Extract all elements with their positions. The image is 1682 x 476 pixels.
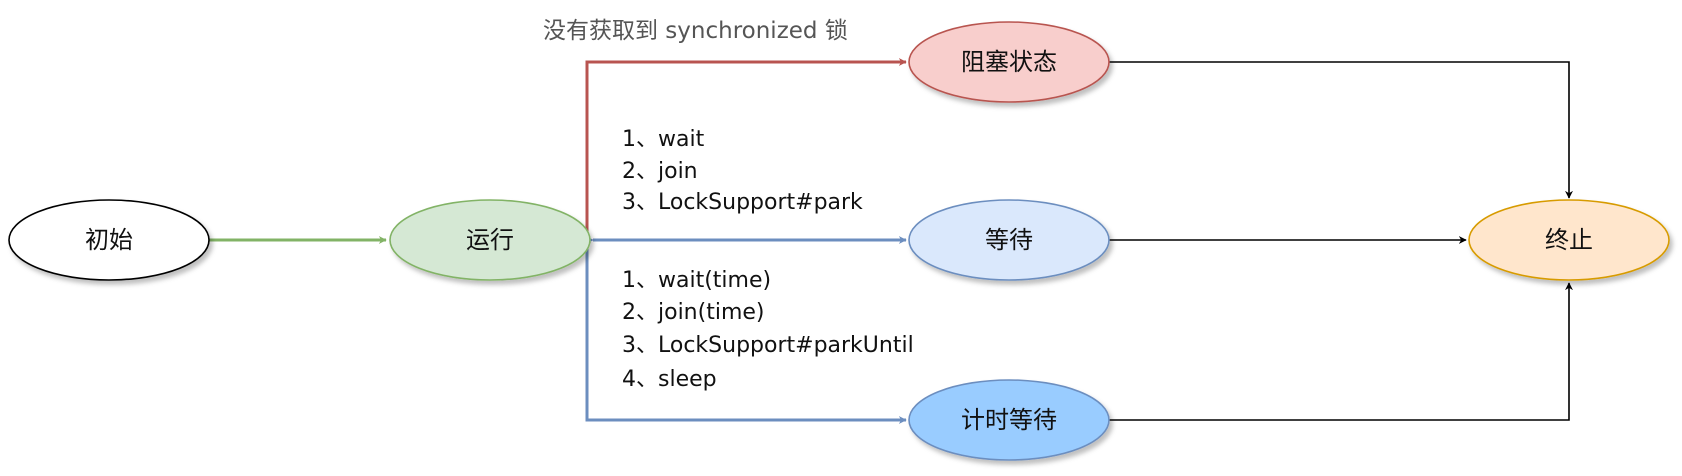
node-timed-waiting: 计时等待 [908, 379, 1110, 461]
node-blocked-label: 阻塞状态 [961, 48, 1057, 76]
waiting-reason-1: 1、wait [622, 127, 705, 152]
edge-timed-waiting-to-terminated [1109, 282, 1573, 421]
timed-waiting-reason-2: 2、join(time) [622, 300, 765, 325]
node-init: 初始 [8, 199, 210, 281]
node-running: 运行 [389, 199, 591, 281]
edge-blocked-to-terminated [1109, 61, 1573, 199]
timed-waiting-reason-1: 1、wait(time) [622, 268, 771, 293]
node-running-label: 运行 [466, 226, 514, 254]
node-terminated: 终止 [1468, 199, 1670, 281]
timed-waiting-reason-4: 4、sleep [622, 367, 717, 392]
waiting-reason-3: 3、LockSupport#park [622, 190, 863, 215]
timed-waiting-reason-3: 3、LockSupport#parkUntil [622, 333, 914, 358]
edge-label-blocked: 没有获取到 synchronized 锁 [543, 18, 848, 44]
edge-label-waiting: 1、wait 2、join 3、LockSupport#park [622, 127, 863, 215]
node-init-label: 初始 [85, 226, 133, 254]
node-blocked: 阻塞状态 [908, 21, 1110, 103]
node-waiting: 等待 [908, 199, 1110, 281]
node-terminated-label: 终止 [1545, 226, 1593, 254]
edge-running-timed-waiting [583, 238, 907, 424]
node-waiting-label: 等待 [985, 226, 1033, 254]
edge-label-timed-waiting: 1、wait(time) 2、join(time) 3、LockSupport#… [622, 268, 914, 392]
edge-running-blocked [583, 58, 907, 244]
waiting-reason-2: 2、join [622, 159, 698, 184]
node-timed-waiting-label: 计时等待 [961, 406, 1057, 434]
